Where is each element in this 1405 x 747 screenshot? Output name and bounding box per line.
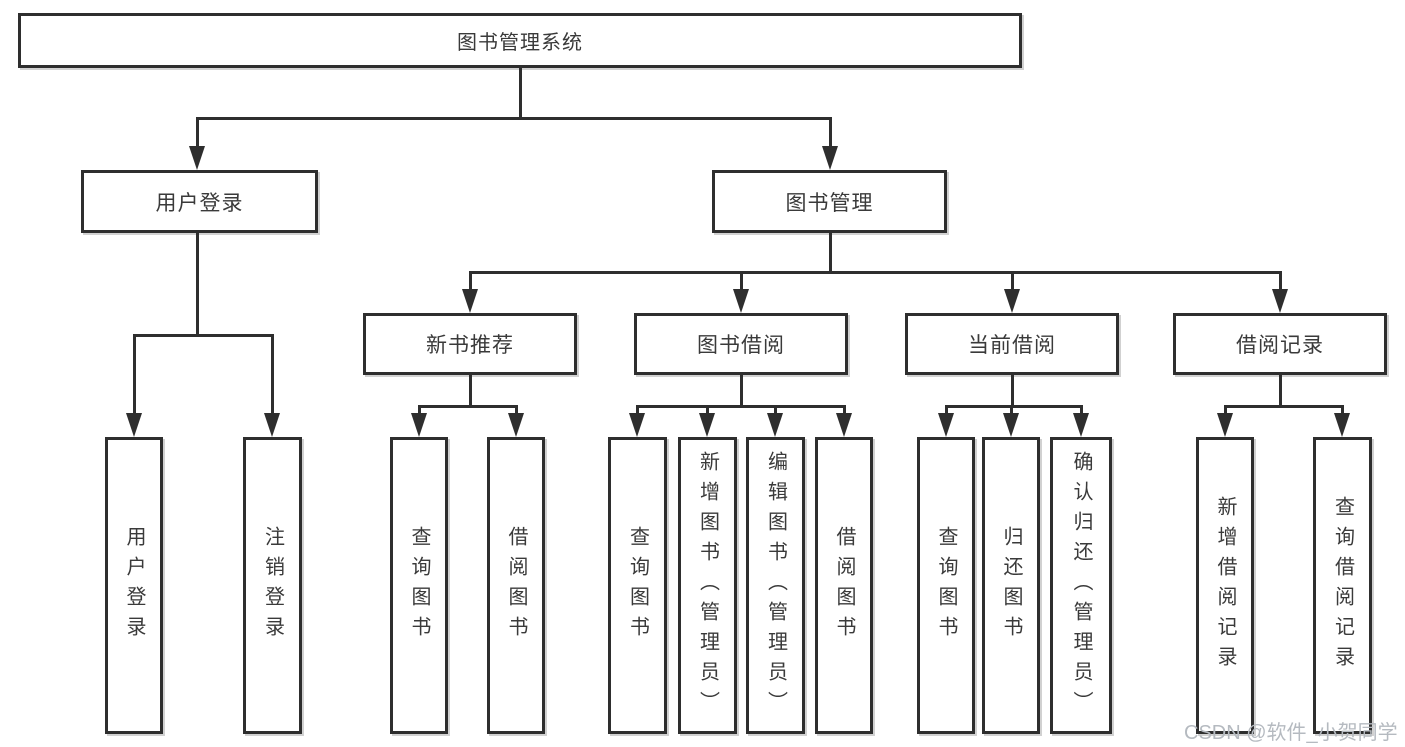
connector-line (706, 405, 709, 415)
connector-line (1010, 405, 1013, 415)
node-label: 查询图书 (408, 525, 430, 646)
arrowhead-down-icon (462, 289, 478, 313)
node-label: 图书借阅 (697, 334, 785, 357)
connector-line (636, 405, 639, 415)
connector-line (740, 375, 743, 407)
leaf-borrow-books-1: 借阅图书 (487, 437, 545, 734)
node-label: 借阅图书 (833, 525, 855, 646)
node-label: 查询借阅记录 (1331, 495, 1354, 676)
connector-line (1080, 405, 1083, 415)
arrowhead-down-icon (126, 413, 142, 437)
connector-line (469, 271, 1281, 274)
leaf-user-login: 用户登录 (105, 437, 163, 734)
node-label: 查询图书 (935, 525, 957, 646)
node-label: 用户登录 (123, 525, 145, 646)
node-book-management: 图书管理 (712, 170, 947, 233)
leaf-query-books-1: 查询图书 (390, 437, 448, 734)
watermark: CSDN @软件_小贺同学 (1184, 722, 1398, 744)
connector-line (1279, 271, 1282, 291)
arrowhead-down-icon (1217, 413, 1233, 437)
node-label: 新增图书（管理员） (696, 450, 719, 721)
arrowhead-down-icon (767, 413, 783, 437)
leaf-borrow-books-2: 借阅图书 (815, 437, 873, 734)
leaf-query-books-3: 查询图书 (917, 437, 975, 734)
arrowhead-down-icon (1073, 413, 1089, 437)
node-label: 借阅图书 (505, 525, 527, 646)
connector-line (469, 271, 472, 291)
connector-line (829, 232, 832, 273)
arrowhead-down-icon (699, 413, 715, 437)
node-borrow-records: 借阅记录 (1173, 313, 1387, 375)
connector-line (196, 118, 199, 148)
connector-line (1011, 375, 1014, 407)
connector-line (271, 334, 274, 415)
connector-line (843, 405, 846, 415)
node-label: 用户登录 (155, 191, 244, 215)
arrowhead-down-icon (189, 146, 205, 170)
leaf-logout-login: 注销登录 (243, 437, 302, 734)
leaf-query-books-2: 查询图书 (608, 437, 667, 734)
connector-line (519, 68, 522, 119)
connector-line (1279, 375, 1282, 407)
node-label: 图书管理 (785, 191, 874, 215)
node-book-borrow: 图书借阅 (634, 313, 848, 375)
leaf-add-borrow-record: 新增借阅记录 (1196, 437, 1254, 734)
node-label: 借阅记录 (1236, 334, 1324, 357)
node-label: 注销登录 (261, 525, 284, 646)
node-label: 新增借阅记录 (1214, 495, 1236, 676)
arrowhead-down-icon (1003, 413, 1019, 437)
connector-line (774, 405, 777, 415)
node-current-borrow: 当前借阅 (905, 313, 1119, 375)
connector-line (133, 334, 136, 415)
connector-line (196, 117, 832, 120)
arrowhead-down-icon (836, 413, 852, 437)
node-label: 编辑图书（管理员） (764, 450, 787, 721)
arrowhead-down-icon (629, 413, 645, 437)
node-label: 归还图书 (1000, 525, 1022, 646)
arrowhead-down-icon (1004, 289, 1020, 313)
connector-line (1224, 405, 1343, 408)
arrowhead-down-icon (733, 289, 749, 313)
node-label: 查询图书 (626, 525, 649, 646)
leaf-add-book-admin: 新增图书（管理员） (678, 437, 737, 734)
node-label: 图书管理系统 (457, 32, 583, 54)
leaf-return-book: 归还图书 (982, 437, 1040, 734)
connector-line (1011, 271, 1014, 291)
node-user-login: 用户登录 (81, 170, 318, 233)
node-new-book-recommend: 新书推荐 (363, 313, 577, 375)
connector-line (196, 232, 199, 336)
arrowhead-down-icon (1272, 289, 1288, 313)
node-label: 新书推荐 (426, 334, 514, 357)
connector-line (418, 405, 421, 415)
arrowhead-down-icon (938, 413, 954, 437)
connector-line (1341, 405, 1344, 415)
node-root: 图书管理系统 (18, 13, 1022, 68)
arrowhead-down-icon (822, 146, 838, 170)
node-label: 确认归还（管理员） (1070, 450, 1092, 721)
leaf-confirm-return-admin: 确认归还（管理员） (1050, 437, 1112, 734)
connector-line (740, 271, 743, 291)
connector-line (515, 405, 518, 415)
connector-line (829, 118, 832, 148)
arrowhead-down-icon (411, 413, 427, 437)
leaf-edit-book-admin: 编辑图书（管理员） (746, 437, 805, 734)
connector-line (418, 405, 518, 408)
arrowhead-down-icon (1334, 413, 1350, 437)
node-label: 当前借阅 (968, 334, 1056, 357)
leaf-query-borrow-record: 查询借阅记录 (1313, 437, 1372, 734)
connector-line (945, 405, 948, 415)
connector-line (1224, 405, 1227, 415)
connector-line (636, 405, 845, 408)
connector-line (469, 375, 472, 407)
arrowhead-down-icon (508, 413, 524, 437)
connector-line (945, 405, 1082, 408)
connector-line (133, 334, 274, 337)
arrowhead-down-icon (264, 413, 280, 437)
